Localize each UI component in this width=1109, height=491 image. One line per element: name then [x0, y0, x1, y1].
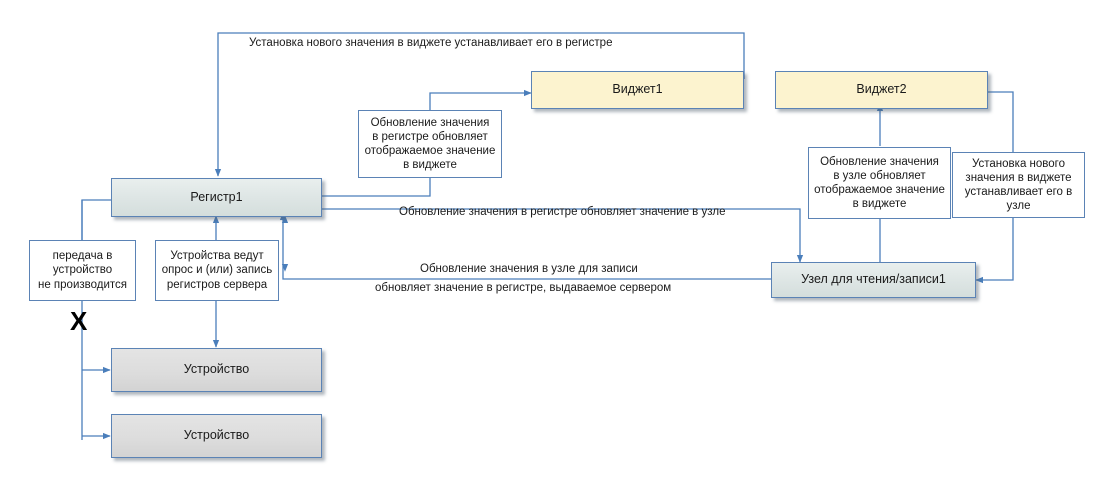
- node-widget1[interactable]: Виджет1: [531, 71, 744, 109]
- edge-label-node-updates-register-line1: Обновление значения в узле для записи: [420, 263, 638, 275]
- note-node-updates-widget: Обновление значения в узле обновляет ото…: [808, 147, 951, 219]
- edge-label-node-updates-register-line2: обновляет значение в регистре, выдаваемо…: [375, 282, 672, 294]
- node-device2[interactable]: Устройство: [111, 414, 322, 458]
- node-register1[interactable]: Регистр1: [111, 178, 322, 217]
- edge-label-widget-sets-register: Установка нового значения в виджете уста…: [249, 37, 613, 49]
- wire-register1-to-note-updates-widget: [322, 178, 431, 197]
- wire-note-widget-sets-node-to-rwnode: [975, 218, 1014, 284]
- wire-widget2-to-note-widget-sets-node: [988, 91, 1014, 152]
- node-device1[interactable]: Устройство: [111, 348, 322, 392]
- x-mark-no-transfer: X: [70, 306, 88, 336]
- node-widget2[interactable]: Виджет2: [775, 71, 988, 109]
- edge-label-register-updates-node: Обновление значения в регистре обновляет…: [399, 206, 726, 218]
- node-rwnode1[interactable]: Узел для чтения/записи1: [771, 262, 976, 298]
- note-register-updates-widget: Обновление значения в регистре обновляет…: [358, 110, 502, 178]
- note-no-transfer: передача в устройство не производится: [29, 240, 136, 301]
- note-widget-sets-node: Установка нового значения в виджете уста…: [952, 152, 1085, 218]
- note-devices-poll: Устройства ведут опрос и (или) запись ре…: [155, 240, 279, 301]
